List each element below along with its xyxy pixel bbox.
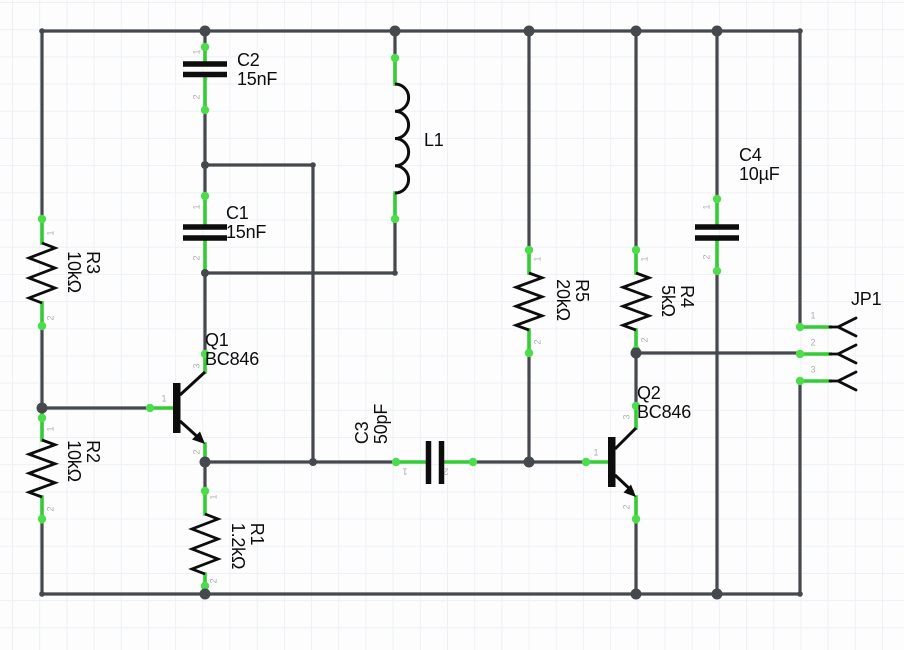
- value-Q2[interactable]: BC846: [637, 402, 692, 422]
- q2-emitter-arrow: [623, 484, 636, 497]
- ref-R3[interactable]: R3: [83, 251, 103, 274]
- ref-R4[interactable]: R4: [677, 285, 697, 308]
- pin-number: 1: [45, 230, 56, 236]
- resistor-R1-symbol[interactable]: [188, 512, 222, 576]
- jp1-pin3-symbol[interactable]: [828, 370, 858, 392]
- pin-number: 3: [621, 414, 632, 420]
- capacitor-C1-symbol[interactable]: [183, 224, 227, 241]
- ref-R5[interactable]: R5: [572, 279, 592, 302]
- ref-L1[interactable]: L1: [424, 130, 444, 150]
- jp1-pins: [798, 325, 832, 383]
- pin-number: 3: [191, 363, 202, 369]
- ref-Q1[interactable]: Q1: [205, 330, 229, 350]
- value-R3[interactable]: 10kΩ: [64, 251, 84, 293]
- label-R4[interactable]: R4 5kΩ: [658, 285, 697, 317]
- pin-highlights: [40, 44, 832, 596]
- ref-C2[interactable]: C2: [237, 50, 260, 70]
- resistor-R4-symbol[interactable]: [618, 271, 654, 332]
- pin-number: 2: [443, 466, 449, 477]
- label-JP1[interactable]: JP1: [851, 289, 882, 309]
- pin-number: 3: [810, 364, 816, 375]
- net-wires[interactable]: [40, 29, 802, 596]
- q1-legs[interactable]: [178, 370, 207, 442]
- pin-number: 2: [532, 339, 543, 345]
- label-Q1[interactable]: Q1 BC846: [205, 331, 259, 369]
- q2-legs[interactable]: [613, 426, 638, 494]
- ref-JP1[interactable]: JP1: [851, 289, 882, 309]
- pin-number: 2: [810, 337, 816, 348]
- capacitor-symbols[interactable]: [183, 61, 739, 484]
- pin-number: 2: [191, 94, 202, 100]
- pin-number: 2: [701, 254, 712, 260]
- pin-number: 2: [208, 578, 219, 584]
- pin-number: 2: [621, 504, 632, 510]
- value-R1[interactable]: 1.2kΩ: [228, 522, 248, 570]
- value-C4[interactable]: 10µF: [739, 164, 780, 184]
- value-C3[interactable]: 50pF: [371, 403, 391, 445]
- label-Q2[interactable]: Q2 BC846: [637, 384, 691, 422]
- capacitor-C4-symbol[interactable]: [695, 224, 739, 241]
- jp1-pin2-symbol[interactable]: [828, 343, 858, 365]
- label-C4[interactable]: C4 10µF: [739, 146, 780, 184]
- value-R5[interactable]: 20kΩ: [553, 279, 573, 321]
- ref-R2[interactable]: R2: [83, 440, 103, 463]
- pin-number: 1: [191, 49, 202, 55]
- value-C1[interactable]: 15nF: [226, 222, 267, 242]
- resistor-R3-symbol[interactable]: [25, 241, 59, 305]
- pin-number: 2: [639, 337, 650, 343]
- label-L1[interactable]: L1: [424, 131, 444, 150]
- value-R2[interactable]: 10kΩ: [64, 440, 84, 482]
- ref-C4[interactable]: C4: [739, 145, 762, 165]
- label-R3[interactable]: R3 10kΩ: [64, 251, 103, 293]
- ref-Q2[interactable]: Q2: [637, 383, 661, 403]
- pin-number: 1: [593, 447, 599, 458]
- capacitor-C2-symbol[interactable]: [183, 61, 227, 78]
- label-R1[interactable]: R1 1.2kΩ: [228, 522, 267, 570]
- label-C1[interactable]: C1 15nF: [226, 204, 266, 242]
- capacitor-C3-symbol[interactable]: [425, 441, 445, 484]
- jp1-pin1-symbol[interactable]: [828, 316, 858, 338]
- pin-number: 2: [45, 506, 56, 512]
- pin-number: 1: [402, 466, 408, 477]
- junction-dots: [36, 25, 803, 600]
- pin-endpoint-dots: [37, 42, 805, 591]
- label-R5[interactable]: R5 20kΩ: [553, 279, 592, 321]
- pin-number: 1: [161, 393, 167, 404]
- pin-number: 1: [701, 204, 712, 210]
- transistor-Q2-symbol[interactable]: [608, 426, 638, 497]
- label-C2[interactable]: C2 15nF: [237, 51, 277, 89]
- connector-JP1-symbol[interactable]: [828, 316, 858, 392]
- pin-number: 1: [208, 494, 219, 500]
- pin-number: 1: [639, 256, 650, 262]
- resistor-R2-symbol[interactable]: [24, 438, 60, 499]
- transistor-Q1-symbol[interactable]: [173, 370, 207, 444]
- pin-number: 2: [191, 255, 202, 261]
- resistor-R5-symbol[interactable]: [511, 271, 547, 332]
- q2-base-bar[interactable]: [608, 437, 616, 487]
- value-Q1[interactable]: BC846: [205, 349, 260, 369]
- pin-number: 2: [45, 315, 56, 321]
- q1-emitter-arrow: [192, 431, 205, 444]
- resistor-symbols[interactable]: [24, 241, 654, 576]
- label-C3[interactable]: C3 50pF: [352, 403, 391, 445]
- label-R2[interactable]: R2 10kΩ: [64, 440, 103, 482]
- ref-C1[interactable]: C1: [226, 203, 249, 223]
- value-R4[interactable]: 5kΩ: [658, 285, 678, 317]
- ref-C3[interactable]: C3: [352, 421, 372, 445]
- pin-number: 1: [45, 426, 56, 432]
- pin-number: 1: [810, 310, 816, 321]
- pin-number: 2: [191, 449, 202, 455]
- value-C2[interactable]: 15nF: [237, 69, 278, 89]
- pin-number: 1: [191, 204, 202, 210]
- pin-number: 1: [532, 256, 543, 262]
- q1-base-bar[interactable]: [173, 383, 181, 433]
- inductor-L1-symbol[interactable]: [394, 82, 411, 195]
- ref-R1[interactable]: R1: [247, 522, 267, 546]
